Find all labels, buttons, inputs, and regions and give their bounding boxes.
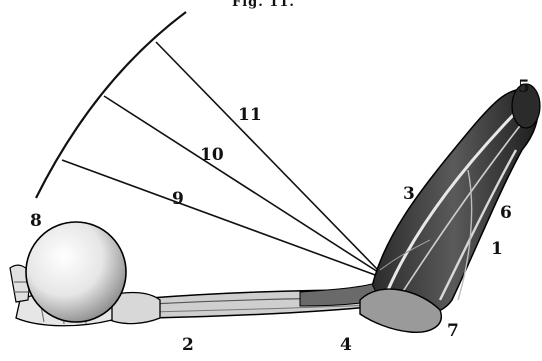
label-1: 1 [491, 239, 503, 259]
label-11: 11 [238, 105, 262, 125]
label-6: 6 [500, 203, 512, 223]
label-10: 10 [200, 145, 224, 165]
label-9: 9 [172, 189, 184, 209]
label-7: 7 [447, 321, 459, 341]
label-2: 2 [182, 335, 194, 355]
label-3: 3 [403, 184, 415, 204]
upper-arm [370, 89, 538, 315]
arc-of-motion [36, 12, 186, 198]
label-5: 5 [518, 77, 530, 97]
label-4: 4 [340, 335, 352, 355]
ball [26, 222, 126, 322]
figure-title: Fig. 11. [232, 0, 295, 10]
forearm [150, 284, 380, 318]
label-8: 8 [30, 211, 42, 231]
